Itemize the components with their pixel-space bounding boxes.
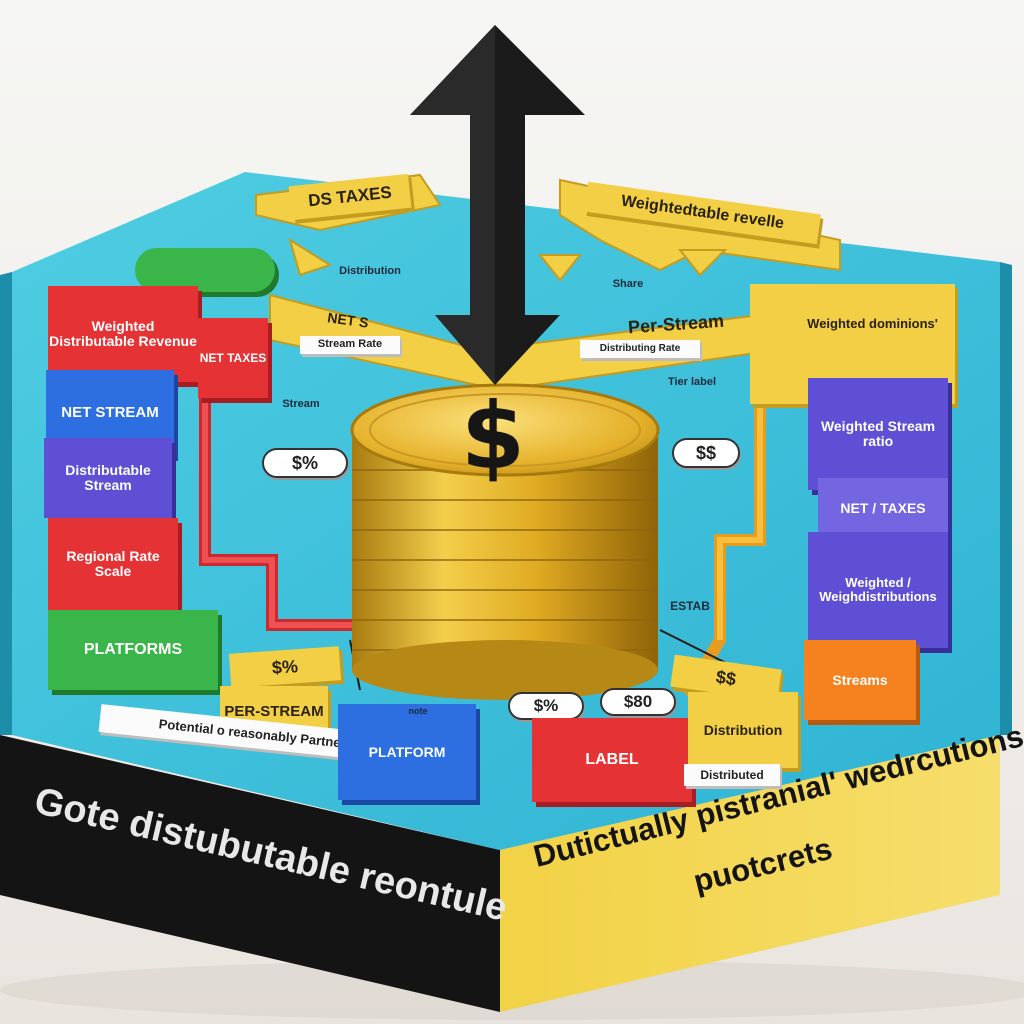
label-share-top: Share [612, 278, 644, 291]
pill-bottom-2: $80 [600, 688, 676, 716]
label-weighted-stream-ratio: Weighted Stream ratio [808, 378, 948, 490]
coin-stack-icon [350, 383, 660, 700]
base-front-right [500, 735, 1000, 1012]
svg-text:$: $ [461, 383, 525, 490]
pill-dollar-right: $$ [672, 438, 740, 468]
ribbon-arrow-3 [677, 249, 728, 277]
label-weighted-distributable-revenue: Weighted Distributable Revenue [48, 286, 198, 382]
label-weighted-distributions: Weighted / Weighdistributions [808, 532, 948, 648]
dollar-sign-icon: $ [461, 383, 525, 490]
label-tier-right: Tier label [667, 376, 717, 389]
label-distributed-small: Distributed [684, 764, 780, 786]
label-regional-rate: Regional Rate Scale [48, 518, 178, 610]
label-stream-small: Stream [282, 398, 320, 411]
ribbon-arrow-2 [537, 254, 583, 282]
label-distributable-stream: Distributable Stream [44, 438, 172, 518]
label-distribution-bottom: Distribution [688, 692, 798, 768]
label-distributing-rate: Distributing Rate [580, 340, 700, 358]
up-down-arrow-icon [410, 25, 585, 385]
label-platforms: PLATFORMS [48, 610, 218, 690]
pill-bottom-1: $% [508, 692, 584, 720]
label-net-taxes-right: NET / TAXES [818, 478, 948, 538]
tiny-note: note [408, 706, 428, 717]
pill-percent-left: $% [262, 448, 348, 478]
label-net-taxes-small: NET TAXES [198, 318, 268, 398]
ribbon-arrow-1 [288, 237, 333, 277]
label-platform-blue: PLATFORM [338, 704, 476, 800]
label-stream-rate: Stream Rate [300, 336, 400, 354]
base-front-left [0, 735, 500, 1012]
label-red: LABEL [532, 718, 692, 802]
label-streams-right: Streams [804, 640, 916, 720]
label-estab: ESTAB [670, 598, 710, 613]
top-face-left-edge [0, 272, 12, 735]
green-bubble [135, 248, 275, 292]
top-face-right-edge [1000, 262, 1012, 735]
label-distribution-center: Distribution [339, 265, 401, 278]
